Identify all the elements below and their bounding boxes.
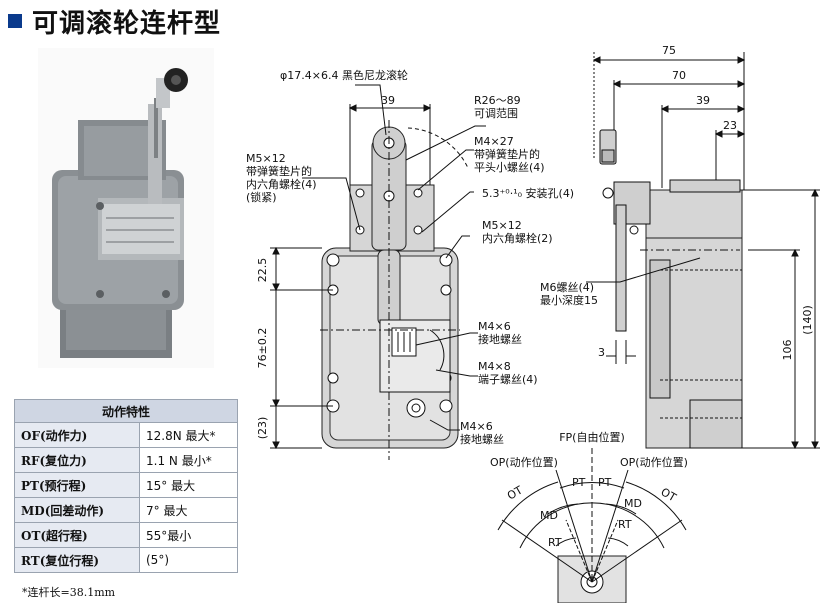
side-view <box>586 52 820 450</box>
footnote: *连杆长=38.1mm <box>22 586 116 599</box>
table-row: MD(回差动作)7° 最大 <box>14 497 238 523</box>
dim-39-side: 39 <box>696 94 710 107</box>
m4-27-label: M4×27 <box>474 135 514 148</box>
product-photo <box>38 48 214 368</box>
spec-label: OT(超行程) <box>14 522 140 548</box>
table-row: OF(动作力)12.8N 最大* <box>14 422 238 448</box>
hole-label: 5.3⁺⁰·¹₀ 安装孔(4) <box>482 186 574 200</box>
m5-12-label-3: 内六角螺栓(4) <box>246 177 317 191</box>
spec-label: OF(动作力) <box>14 422 140 448</box>
dim-22-5: 22.5 <box>256 258 269 283</box>
m4-6b-label: M4×6 <box>460 420 493 433</box>
m5-12-label-4: (锁紧) <box>246 190 277 204</box>
roller-label: φ17.4×6.4 黑色尼龙滚轮 <box>280 68 408 82</box>
dim-23-side: 23 <box>723 119 737 132</box>
m5-12-label-2: 带弹簧垫片的 <box>246 164 312 178</box>
rt-right-label: RT <box>618 518 632 531</box>
spec-label: RT(复位行程) <box>14 547 140 573</box>
table-row: RT(复位行程)(5°) <box>14 547 238 573</box>
m4-27-label-3: 平头小螺丝(4) <box>474 161 545 174</box>
spec-label: RF(复位力) <box>14 447 140 473</box>
dim-140: (140) <box>801 305 814 335</box>
md-left-label: MD <box>540 509 558 522</box>
m4-27-label-2: 带弹簧垫片的 <box>474 147 540 161</box>
dim-70: 70 <box>672 69 686 82</box>
ot-left-label: OT <box>505 484 525 503</box>
r-range-label-2: 可调范围 <box>474 106 518 120</box>
rt-left-label: RT <box>548 536 562 549</box>
m4-8-label: M4×8 <box>478 360 511 373</box>
dim-76: 76±0.2 <box>256 328 269 369</box>
title-square-icon <box>8 14 22 28</box>
m4-6b-label-2: 接地螺丝 <box>460 433 504 446</box>
title-text: 可调滚轮连杆型 <box>32 8 222 39</box>
r-range-label: R26～89 <box>474 94 521 107</box>
spec-value: 7° 最大 <box>139 497 238 523</box>
front-dim-39: 39 <box>381 94 395 107</box>
m5-12-label: M5×12 <box>246 152 286 165</box>
dim-106: 106 <box>781 340 794 361</box>
side-view-labels: 75 70 39 23 (140) 106 3 <box>598 44 814 361</box>
m6-label: M6螺丝(4) <box>540 281 594 294</box>
spec-table-header: 动作特性 <box>14 399 238 423</box>
dim-75: 75 <box>662 44 676 57</box>
fp-label: FP(自由位置) <box>559 430 625 444</box>
op-right-label: OP(动作位置) <box>620 455 688 469</box>
spec-value: 1.1 N 最小* <box>139 447 238 473</box>
m6-label-2: 最小深度15 <box>540 293 598 307</box>
spec-value: 55°最小 <box>139 522 238 548</box>
dim-3: 3 <box>598 346 605 359</box>
spec-value: 12.8N 最大* <box>139 422 238 448</box>
table-row: OT(超行程)55°最小 <box>14 522 238 548</box>
op-left-label: OP(动作位置) <box>490 455 558 469</box>
spec-value: (5°) <box>139 547 238 573</box>
m4-8-label-2: 端子螺丝(4) <box>478 373 538 386</box>
spec-label: PT(预行程) <box>14 472 140 498</box>
dim-23: (23) <box>256 417 269 440</box>
pt-left-label: PT <box>572 476 586 489</box>
spec-table: 动作特性 OF(动作力)12.8N 最大* RF(复位力)1.1 N 最小* P… <box>14 399 238 573</box>
m4-6-label-2: 接地螺丝 <box>478 333 522 346</box>
page-title: 可调滚轮连杆型 <box>8 4 222 39</box>
stroke-diagram <box>497 448 687 603</box>
table-row: RF(复位力)1.1 N 最小* <box>14 447 238 473</box>
m5-12-2-label: M5×12 <box>482 219 522 232</box>
m5-12-2-label-2: 内六角螺栓(2) <box>482 231 553 245</box>
md-right-label: MD <box>624 497 642 510</box>
m4-6-label: M4×6 <box>478 320 511 333</box>
front-view-labels: 39 φ17.4×6.4 黑色尼龙滚轮 R26～89 可调范围 M4×27 带弹… <box>246 68 598 446</box>
pt-right-label: PT <box>598 476 612 489</box>
table-row: PT(预行程)15° 最大 <box>14 472 238 498</box>
front-view <box>270 84 486 460</box>
